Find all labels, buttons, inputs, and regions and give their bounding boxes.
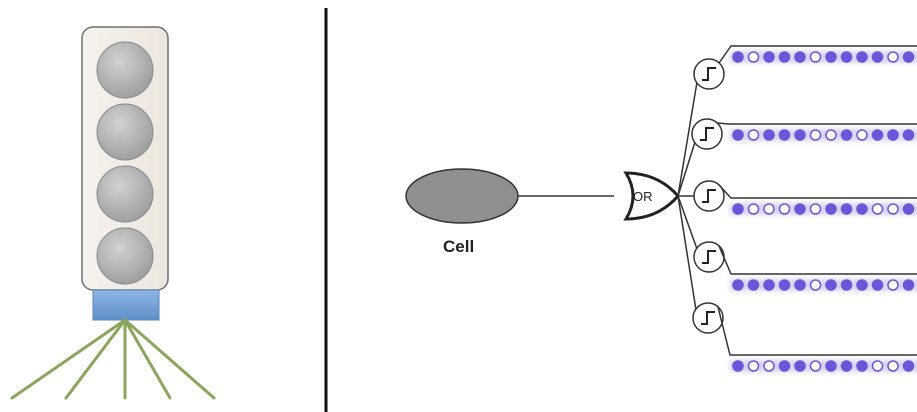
or-gate-label: OR [633,189,653,204]
segment-glow [730,360,917,372]
synapse-inactive-dot [809,360,822,372]
synapse-active-dot [732,129,744,141]
synapse-active-dot [732,279,744,291]
synapse-active-dot [871,129,884,141]
synapse-inactive-dot [747,360,760,372]
synapse-active-dot [871,51,884,63]
synapse-active-dot [856,279,868,291]
synapse-active-dot [732,51,744,63]
step-function-icon [700,127,714,141]
synapse-inactive-dot [778,203,791,215]
segment-glow [730,203,917,215]
synapse-active-dot [763,279,775,291]
synapse-inactive-dot [887,51,899,63]
synapse-active-dot [794,360,806,372]
synapse-active-dot [825,279,837,291]
column-cell-sphere [96,41,154,99]
synapse-active-dot [794,51,806,63]
synapse-active-dot [902,360,915,372]
synapse-inactive-dot [747,203,760,215]
step-function-icon [702,250,716,264]
dendrite-segment-line [718,45,917,64]
synapse-inactive-dot [887,360,899,372]
synapse-active-dot [794,129,806,141]
column-cell-sphere [96,227,154,285]
or-to-threshold-wire [677,195,697,311]
synapse-active-dot [902,279,915,291]
synapse-inactive-dot [763,203,775,215]
synapse-active-dot [840,360,853,372]
neuron-model: Cell OR [405,45,917,372]
dendrite-segment-line [718,245,917,275]
synapse-inactive-dot [887,203,899,215]
synapse-active-dot [887,129,899,141]
synapse-inactive-dot [763,360,775,372]
dendrite-segment-line [718,184,917,199]
synapse-inactive-dot [825,129,837,141]
or-gate [623,171,680,221]
synapse-active-dot [747,279,760,291]
synapse-active-dot [902,129,915,141]
synapse-active-dot [871,279,884,291]
cell-label: Cell [443,237,474,256]
synapse-inactive-dot [887,279,899,291]
synapse-active-dot [778,279,791,291]
synapse-active-dot [778,360,791,372]
step-function-icon [702,189,716,203]
synapse-active-dot [794,279,806,291]
dendrite-segment-line [717,306,917,356]
or-to-threshold-wire [677,141,696,197]
synapse-active-dot [763,129,775,141]
or-to-threshold-wire [677,195,698,250]
synapse-active-dot [840,51,853,63]
column-dendrite-line [64,318,127,400]
synapse-active-dot [825,51,837,63]
column-group [10,26,216,400]
synapse-inactive-dot [809,129,822,141]
synapse-active-dot [856,51,868,63]
synapse-active-dot [794,203,806,215]
synapse-active-dot [840,279,853,291]
synapse-active-dot [856,203,868,215]
column-base-block [92,289,160,321]
synapse-inactive-dot [747,51,760,63]
synapse-active-dot [825,360,837,372]
column-dendrites [10,318,216,400]
synapse-inactive-dot [809,51,822,63]
step-function-icon [701,311,715,325]
synapse-active-dot [902,51,915,63]
synapse-active-dot [840,129,853,141]
or-to-threshold-wire [677,81,698,197]
synapse-inactive-dot [809,279,822,291]
synapse-inactive-dot [871,360,884,372]
column-cells [96,41,154,285]
column-cell-sphere [96,103,154,161]
step-function-icon [702,67,716,81]
dendrite-branches [677,58,725,334]
synapse-active-dot [778,51,791,63]
column-cell-sphere [96,165,154,223]
segment-glow [730,279,917,291]
column-dendrite-line [123,318,216,400]
synapse-active-dot [732,203,744,215]
synapse-active-dot [902,203,915,215]
column-dendrite-line [123,318,172,400]
cell-body [405,168,519,224]
synapse-inactive-dot [809,203,822,215]
dendrite-segment-line [716,122,917,125]
synapse-inactive-dot [871,203,884,215]
synapse-active-dot [732,360,744,372]
segment-glow [730,129,917,141]
column-dendrite-line [10,318,127,400]
synapse-active-dot [856,360,868,372]
dendrite-segments [716,45,917,372]
synapse-active-dot [778,129,791,141]
synapse-inactive-dot [856,129,868,141]
segment-glow [730,51,917,63]
synapse-active-dot [825,203,837,215]
synapse-inactive-dot [747,129,760,141]
synapse-active-dot [763,51,775,63]
synapse-active-dot [840,203,853,215]
